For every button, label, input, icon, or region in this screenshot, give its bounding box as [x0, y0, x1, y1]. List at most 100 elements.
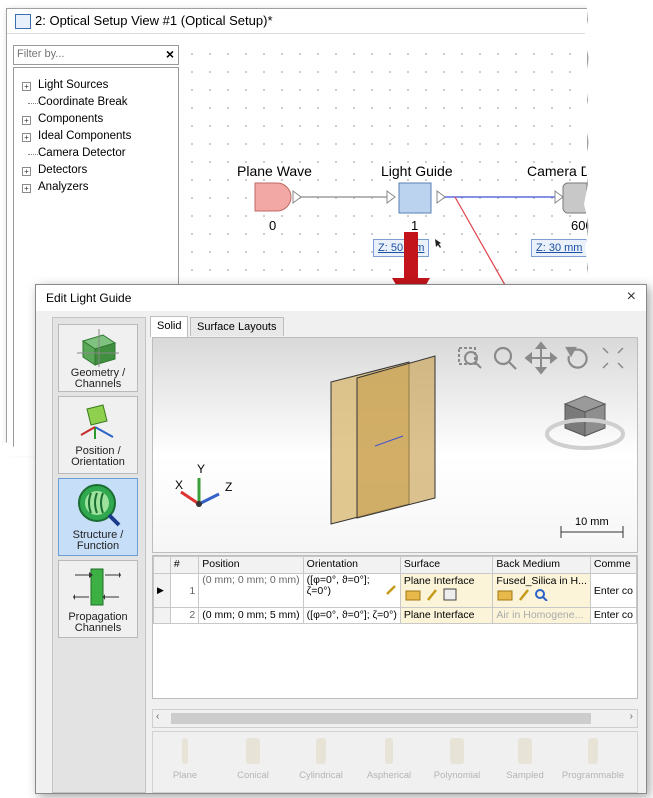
surface-type-conical[interactable]: Conical: [221, 738, 285, 781]
dialog-title: Edit Light Guide: [46, 291, 132, 305]
column-header-position[interactable]: Position: [198, 556, 304, 574]
zoom-fit-icon: [458, 347, 482, 369]
structure-function-icon: [78, 484, 121, 527]
position-axes-icon: [80, 404, 114, 439]
scrollbar-thumb[interactable]: [171, 713, 591, 724]
surface-type-plane[interactable]: Plane: [153, 738, 217, 781]
comment-cell[interactable]: Enter co: [589, 607, 637, 624]
axis-triad-icon: [180, 478, 220, 507]
surface-cell[interactable]: Plane Interface: [399, 573, 494, 608]
orientation-cell[interactable]: ([φ=0°, ϑ=0°]; ζ=0°): [302, 607, 401, 624]
edit-light-guide-dialog: Edit Light Guide × Geometry / Channels P…: [35, 284, 647, 794]
close-icon[interactable]: ×: [626, 288, 636, 305]
camera-detector-node-icon: [562, 182, 587, 214]
zoom-icon: [493, 346, 517, 370]
comment-cell[interactable]: Enter co: [589, 573, 637, 608]
polynomial-surface-icon: [450, 738, 464, 764]
table-header-row: # Position Orientation Surface Back Medi…: [153, 556, 637, 574]
window-title-bar: 2: Optical Setup View #1 (Optical Setup)…: [7, 9, 587, 34]
position-cell[interactable]: (0 mm; 0 mm; 5 mm): [198, 607, 304, 624]
surface-cell[interactable]: Plane Interface: [399, 607, 494, 624]
edit-pencil-icon: [426, 589, 437, 601]
tab-surface-layouts[interactable]: Surface Layouts: [190, 317, 284, 336]
axis-x-label: X: [175, 478, 184, 492]
edit-pencil-icon: [519, 589, 530, 601]
open-folder-icon: [497, 590, 513, 601]
reset-rotation-icon: [565, 346, 588, 369]
filter-box: ×: [13, 45, 179, 65]
surface-table: # Position Orientation Surface Back Medi…: [153, 556, 637, 624]
surface-type-sampled[interactable]: Sampled: [493, 738, 557, 781]
surface-type-polynomial[interactable]: Polynomial: [425, 738, 489, 781]
expand-icon[interactable]: +: [22, 133, 31, 142]
z-position-camera-detector[interactable]: Z: 30 mm: [531, 239, 587, 257]
column-header-surface[interactable]: Surface: [399, 556, 494, 574]
propagation-channels-icon: [73, 568, 121, 606]
surface-grid: # Position Orientation Surface Back Medi…: [152, 555, 638, 699]
scroll-right-icon[interactable]: ›: [629, 711, 633, 722]
expand-icon[interactable]: +: [22, 184, 31, 193]
light-guide-node-icon: [398, 182, 432, 214]
orientation-cell[interactable]: ([φ=0°, ϑ=0°]; ζ=0°): [302, 573, 401, 608]
node-index-light-guide: 1: [411, 218, 419, 233]
clear-filter-icon[interactable]: ×: [165, 46, 174, 62]
sidebar-geometry-channels-button[interactable]: Geometry / Channels: [58, 324, 138, 392]
horizontal-scrollbar[interactable]: ‹ ›: [152, 709, 638, 728]
sidebar-propagation-channels-button[interactable]: Propagation Channels: [58, 560, 138, 638]
edit-sidebar: Geometry / Channels Position / Orientati…: [52, 317, 146, 793]
edit-pencil-icon[interactable]: [385, 584, 397, 596]
window-title: 2: Optical Setup View #1 (Optical Setup)…: [35, 13, 273, 28]
scroll-left-icon[interactable]: ‹: [156, 711, 160, 722]
surface-type-programmable[interactable]: Programmable: [561, 738, 625, 781]
scale-bar-label: 10 mm: [575, 516, 609, 528]
view-orientation-cube-icon: [545, 395, 625, 450]
surface-type-palette: Plane Conical Cylindrical Aspherical Pol…: [152, 731, 638, 793]
node-label-plane-wave: Plane Wave: [237, 163, 312, 179]
tab-solid[interactable]: Solid: [150, 316, 189, 337]
open-folder-icon: [405, 590, 421, 601]
expand-icon[interactable]: +: [22, 167, 31, 176]
back-medium-cell[interactable]: Air in Homogene...: [492, 607, 591, 624]
plane-surface-icon: [182, 738, 188, 764]
solid-3d-view[interactable]: X Y Z 10 mm: [152, 337, 638, 553]
aspherical-surface-icon: [385, 738, 393, 764]
setup-graph: [254, 182, 587, 346]
surface-type-cylindrical[interactable]: Cylindrical: [289, 738, 353, 781]
surface-action-icons: [405, 588, 457, 601]
expand-icon[interactable]: +: [22, 82, 31, 91]
sidebar-structure-function-button[interactable]: Structure / Function: [58, 478, 138, 556]
node-index-camera-detector: 600: [571, 218, 587, 233]
filter-input[interactable]: [14, 46, 147, 62]
conical-surface-icon: [246, 738, 260, 764]
back-medium-cell[interactable]: Fused_Silica in H...: [492, 573, 591, 608]
column-header-comment[interactable]: Comme: [589, 556, 637, 574]
scale-bar: [560, 526, 624, 538]
table-row[interactable]: 2 (0 mm; 0 mm; 5 mm) ([φ=0°, ϑ=0°]; ζ=0°…: [153, 607, 637, 624]
table-row[interactable]: ▶ 1 (0 mm; 0 mm; 0 mm) ([φ=0°, ϑ=0°]; ζ=…: [153, 573, 637, 608]
sidebar-position-orientation-button[interactable]: Position / Orientation: [58, 396, 138, 474]
expand-icon[interactable]: +: [22, 116, 31, 125]
column-header-number[interactable]: #: [169, 556, 200, 574]
surface-type-aspherical[interactable]: Aspherical: [357, 738, 421, 781]
geometry-cube-icon: [77, 329, 119, 367]
programmable-surface-icon: [588, 738, 598, 764]
cylindrical-surface-icon: [316, 738, 326, 764]
torn-edge-bottom: [0, 442, 40, 456]
fullscreen-icon: [602, 347, 624, 369]
dialog-title-bar: Edit Light Guide ×: [36, 285, 646, 311]
current-row-marker: ▶: [153, 573, 171, 608]
node-label-camera-detector: Camera De: [527, 163, 587, 179]
optical-setup-icon: [15, 14, 31, 29]
position-cell[interactable]: (0 mm; 0 mm; 0 mm): [198, 573, 304, 608]
column-header-orientation[interactable]: Orientation: [302, 556, 401, 574]
axis-z-label: Z: [225, 480, 233, 494]
node-index-plane-wave: 0: [269, 218, 277, 233]
sampled-surface-icon: [518, 738, 532, 764]
3d-view-icon: [443, 588, 457, 601]
column-header-back-medium[interactable]: Back Medium: [492, 556, 591, 574]
pan-icon: [524, 341, 558, 375]
node-label-light-guide: Light Guide: [381, 163, 453, 179]
medium-action-icons: [497, 589, 549, 602]
search-icon: [535, 589, 546, 599]
plane-wave-node-icon: [254, 182, 292, 212]
